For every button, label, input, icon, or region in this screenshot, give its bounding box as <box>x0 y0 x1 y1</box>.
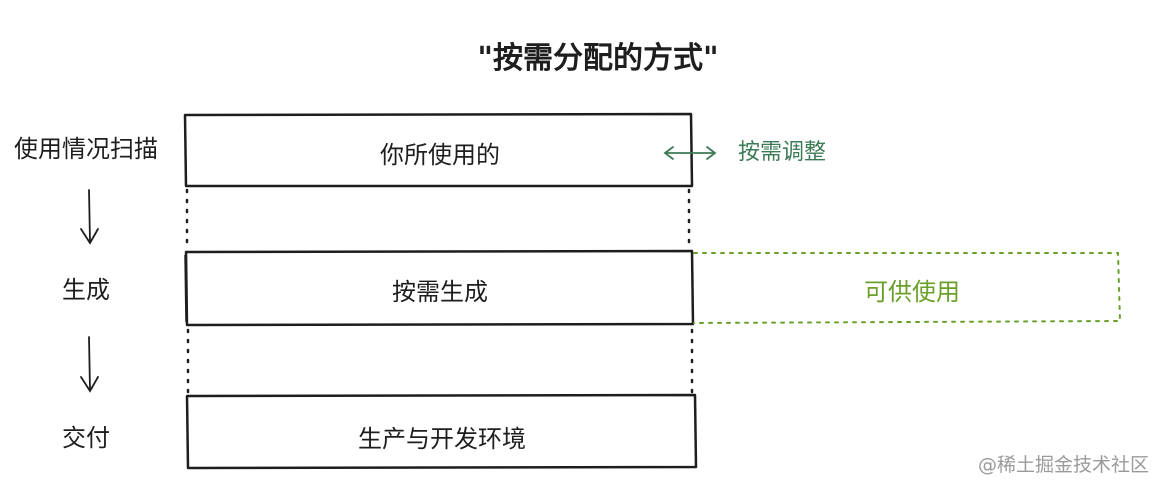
box-environment-label: 生产与开发环境 <box>358 425 526 453</box>
box-generated-label: 按需生成 <box>392 278 488 306</box>
stage-label-usage-scan: 使用情况扫描 <box>14 135 158 163</box>
stage-label-deliver: 交付 <box>62 424 110 452</box>
box-used <box>183 112 694 188</box>
adjust-label: 按需调整 <box>738 140 827 165</box>
double-arrow-icon <box>663 146 717 160</box>
stage-label-generate: 生成 <box>62 276 110 304</box>
box-environment <box>185 393 698 470</box>
box-generated <box>184 249 695 327</box>
available-label: 可供使用 <box>864 278 960 306</box>
watermark: @稀土掘金技术社区 <box>978 454 1150 476</box>
box-used-label: 你所使用的 <box>380 141 500 169</box>
diagram-title: "按需分配的方式" <box>477 41 719 76</box>
down-arrow-icon <box>80 189 99 245</box>
box-available-dashed <box>693 252 1122 324</box>
box-generated-sketch-edge <box>184 254 187 323</box>
down-arrow-icon <box>80 336 99 393</box>
